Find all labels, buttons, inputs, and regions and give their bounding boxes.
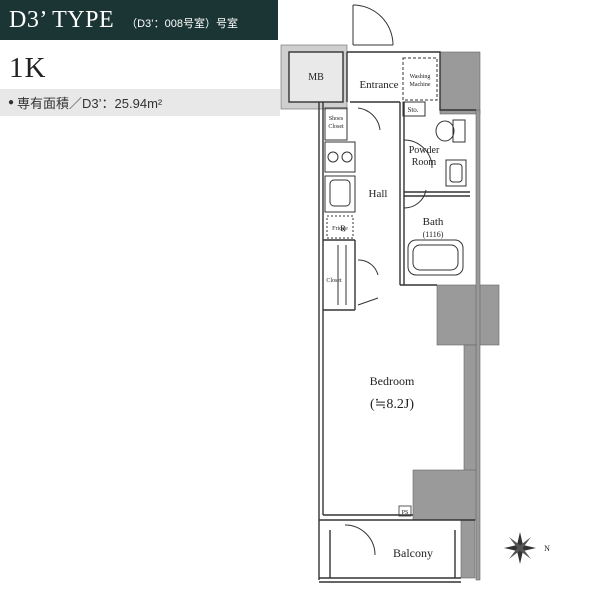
shoes-closet xyxy=(324,107,348,141)
label-ps: PS xyxy=(402,510,409,516)
interior-walls xyxy=(288,51,476,583)
hall-doors xyxy=(357,107,433,209)
label-hall: Hall xyxy=(369,188,388,200)
kitchen-sink xyxy=(324,175,356,213)
balcony-door xyxy=(344,524,376,556)
label-north: N xyxy=(544,544,550,553)
label-mb: MB xyxy=(308,72,324,83)
label-storage: Sto. xyxy=(407,106,418,114)
plan-title-bar: D3’ TYPE （D3’：008号室）号室 xyxy=(0,0,278,40)
plan-subtitle: （D3’：008号室）号室 xyxy=(126,18,238,30)
label-closet: Closet xyxy=(326,278,342,284)
label-powder: Powder xyxy=(409,145,440,156)
label-closet-shoes: Closet xyxy=(328,124,344,130)
unit-type-label: 1K xyxy=(9,52,47,84)
label-r: R xyxy=(340,224,346,233)
toilet xyxy=(435,119,466,143)
label-machine: Machine xyxy=(410,82,431,88)
plan-title: D3’ TYPE xyxy=(9,7,115,33)
kitchen-stove xyxy=(324,141,356,173)
label-bath-size: (1116) xyxy=(423,230,444,239)
ps-box xyxy=(398,505,412,517)
compass-icon xyxy=(504,532,536,564)
washing-machine xyxy=(402,57,438,101)
bath-tub xyxy=(407,239,464,276)
closet xyxy=(337,245,379,306)
label-room: Room xyxy=(412,157,437,168)
area-text: 専有面積／D3’：25.94m² xyxy=(17,96,163,111)
label-refrigerator: Fridge xyxy=(332,226,348,232)
structure-walls xyxy=(280,44,500,581)
label-shoes: Shoes xyxy=(329,116,344,122)
powder-sink xyxy=(445,159,467,187)
label-bedroom: Bedroom xyxy=(370,374,415,388)
label-entrance: Entrance xyxy=(359,79,398,91)
storage xyxy=(402,101,426,117)
label-bedroom-size: (≒8.2J) xyxy=(370,397,414,412)
refrigerator xyxy=(326,215,354,239)
area-bar: ● 専有面積／D3’：25.94m² xyxy=(0,89,280,116)
bullet-icon: ● xyxy=(8,97,15,108)
label-balcony: Balcony xyxy=(393,546,433,560)
entrance-door xyxy=(352,4,394,46)
label-washing: Washing xyxy=(410,74,431,80)
label-bath: Bath xyxy=(423,216,444,228)
